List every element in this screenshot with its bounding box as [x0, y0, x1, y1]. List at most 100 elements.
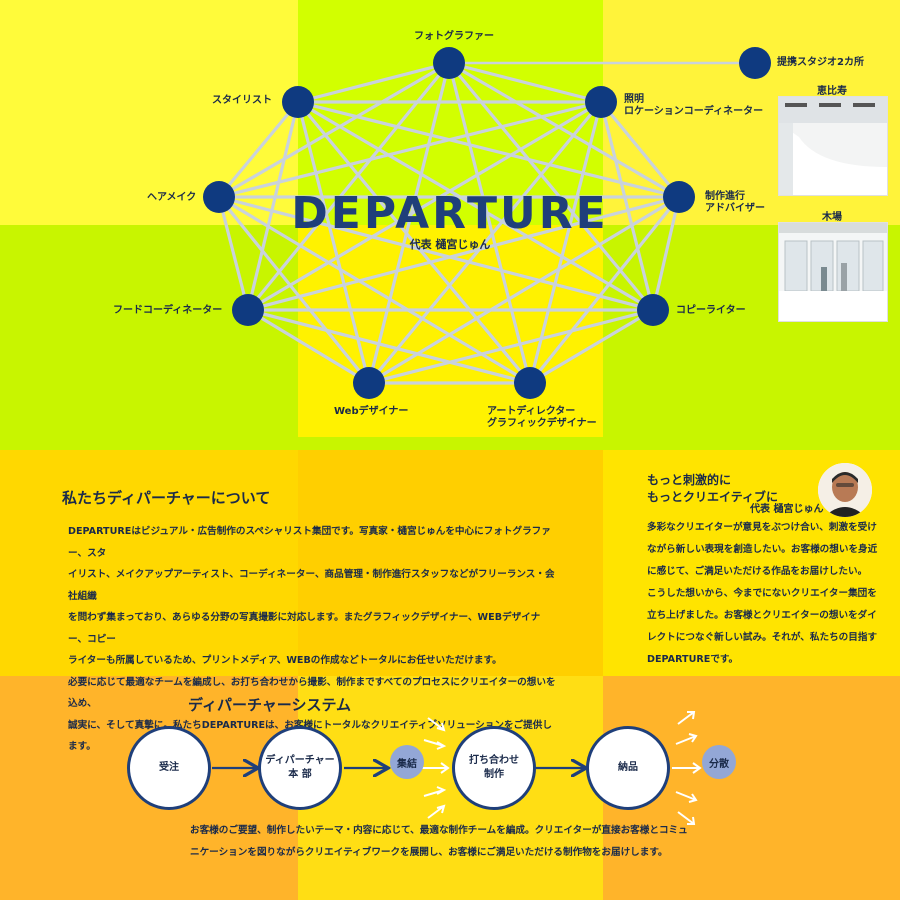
- message-heading: もっと刺激的に もっとクリエイティブに: [647, 472, 778, 506]
- node-stylist: [282, 86, 314, 118]
- representative-name: 代表 樋宮じゅん: [750, 504, 824, 515]
- network-nodes: [203, 47, 695, 399]
- gather-arrows: [420, 717, 450, 819]
- about-text: DEPARTUREはビジュアル・広告制作のスペシャリスト集団です。写真家・樋宮じ…: [68, 521, 558, 758]
- bg-mid-center: [298, 225, 603, 437]
- edge-copy-art: [529, 308, 654, 385]
- label-location: ロケーションコーディネーター: [624, 106, 764, 117]
- edge-photographer-stylist: [297, 61, 450, 104]
- label-graphic: グラフィックデザイナー: [487, 418, 597, 429]
- step-order-label: 受注: [159, 762, 179, 773]
- system-title: ディパーチャーシステム: [188, 696, 352, 714]
- step-headquarters-label: ディパーチャー 本 部: [265, 754, 334, 782]
- message-line: 立ち上げました。お客様とクリエイターの想いをダイ: [647, 610, 877, 621]
- bg-about-left: [0, 450, 298, 676]
- about-title: 私たちディパーチャーについて: [62, 489, 271, 507]
- edge-web-hair: [217, 195, 371, 385]
- edge-photographer-hair: [218, 61, 450, 199]
- network-edges: [217, 61, 681, 385]
- edge-lighting-copy: [599, 101, 655, 311]
- edge-production-art: [528, 195, 681, 385]
- edge-copy-stylist: [297, 100, 654, 312]
- step-headquarters-line2: 本 部: [288, 769, 312, 780]
- step-order: 受注: [127, 726, 211, 810]
- node-art: [514, 367, 546, 399]
- node-food: [232, 294, 264, 326]
- edge-production-copy: [651, 196, 681, 311]
- step-delivery: 納品: [586, 726, 670, 810]
- label-food: フードコーディネーター: [113, 305, 223, 316]
- logo-representative: 代表 樋宮じゅん: [409, 238, 491, 251]
- system-description-line: お客様のご要望、制作したいテーマ・内容に応じて、最適な制作チームを編成。クリエイ…: [190, 825, 688, 836]
- label-art: アートディレクター: [487, 406, 576, 417]
- edge-production-food: [247, 195, 680, 312]
- edge-art-stylist: [296, 100, 532, 385]
- label-studio: 提携スタジオ2カ所: [777, 57, 864, 68]
- message-line: レクトにつなぐ新しい試み。それが、私たちの目指す: [647, 632, 878, 643]
- label-production-advisor: 制作進行 アドバイザー: [705, 191, 765, 215]
- system-flow-arrows: [212, 711, 702, 825]
- label-photographer: フォトグラファー: [414, 31, 494, 42]
- message-head-1: もっと刺激的に: [647, 473, 732, 487]
- node-photographer: [433, 47, 465, 79]
- studio-kiba-photo: [778, 222, 888, 322]
- edge-lighting-art: [528, 101, 603, 384]
- step-meeting-line2: 制作: [484, 769, 504, 780]
- label-copy: コピーライター: [676, 305, 746, 316]
- gather-label: 集結: [397, 758, 417, 770]
- edge-lighting-web: [367, 100, 603, 385]
- message-line: DEPARTUREです。: [647, 654, 739, 665]
- bg-about-center: [298, 450, 603, 676]
- edge-copy-hair: [218, 195, 654, 312]
- node-production: [663, 181, 695, 213]
- creator-network-diagram: [203, 47, 771, 399]
- label-hair: ヘアメイク: [147, 192, 197, 203]
- edge-copy-web: [368, 308, 654, 385]
- gather-badge: 集結: [390, 745, 424, 779]
- studio-kiba-image: [779, 223, 887, 321]
- bg-top-left: [0, 0, 298, 225]
- edge-lighting-food: [247, 100, 602, 312]
- edge-web-stylist: [296, 101, 371, 384]
- edge-photographer-web: [367, 62, 451, 384]
- edge-photographer-art: [447, 62, 532, 384]
- about-line: を問わず集まっており、あらゆる分野の写真撮影に対応します。またグラフィックデザイ…: [68, 612, 541, 645]
- step-delivery-label: 納品: [618, 762, 638, 773]
- edge-food-hair: [217, 196, 250, 311]
- message-head-2: もっとクリエイティブに: [647, 490, 779, 504]
- message-line: に感じて、ご満足いただける作品をお届けしたい。: [647, 566, 868, 577]
- step-headquarters-line1: ディパーチャー: [265, 755, 335, 766]
- node-studio: [739, 47, 771, 79]
- message-line: ながら新しい表現を創造したい。お客様の想いを身近: [647, 544, 878, 555]
- edge-photographer-copy: [447, 61, 655, 312]
- studio-ebisu-title: 恵比寿: [817, 86, 847, 97]
- studio-kiba-title: 木場: [822, 212, 842, 223]
- edge-art-hair: [218, 195, 531, 385]
- step-headquarters: ディパーチャー 本 部: [258, 726, 342, 810]
- bg-mid-center-low: [298, 437, 603, 450]
- edge-lighting-hair: [218, 100, 602, 199]
- edge-photographer-food: [246, 61, 451, 312]
- edge-production-web: [368, 195, 680, 385]
- message-text: 多彩なクリエイターが意見をぶつけ合い、刺激を受け ながら新しい表現を創造したい。…: [647, 517, 879, 671]
- studio-ebisu-image: [779, 97, 887, 195]
- node-lighting: [585, 86, 617, 118]
- bg-system-center: [298, 676, 603, 900]
- edge-lighting-production: [599, 100, 681, 199]
- label-web: Webデザイナー: [334, 406, 409, 417]
- label-stylist: スタイリスト: [212, 95, 272, 106]
- avatar: [818, 463, 872, 517]
- about-line: ライターも所属しているため、プリントメディア、WEBの作成などトータルにお任せい…: [68, 655, 502, 666]
- edge-photographer-production: [448, 61, 680, 199]
- edge-photographer-lighting: [448, 61, 602, 104]
- step-meeting: 打ち合わせ 制作: [452, 726, 536, 810]
- spread-badge: 分散: [702, 745, 736, 779]
- label-lighting: 照明: [624, 94, 644, 105]
- label-art-graphic: アートディレクター グラフィックデザイナー: [487, 406, 597, 430]
- edge-production-stylist: [297, 100, 680, 199]
- edge-art-food: [247, 308, 531, 385]
- node-web: [353, 367, 385, 399]
- label-advisor: アドバイザー: [705, 203, 765, 214]
- system-description: お客様のご要望、制作したいテーマ・内容に応じて、最適な制作チームを編成。クリエイ…: [190, 820, 710, 864]
- edge-hair-stylist: [217, 100, 300, 199]
